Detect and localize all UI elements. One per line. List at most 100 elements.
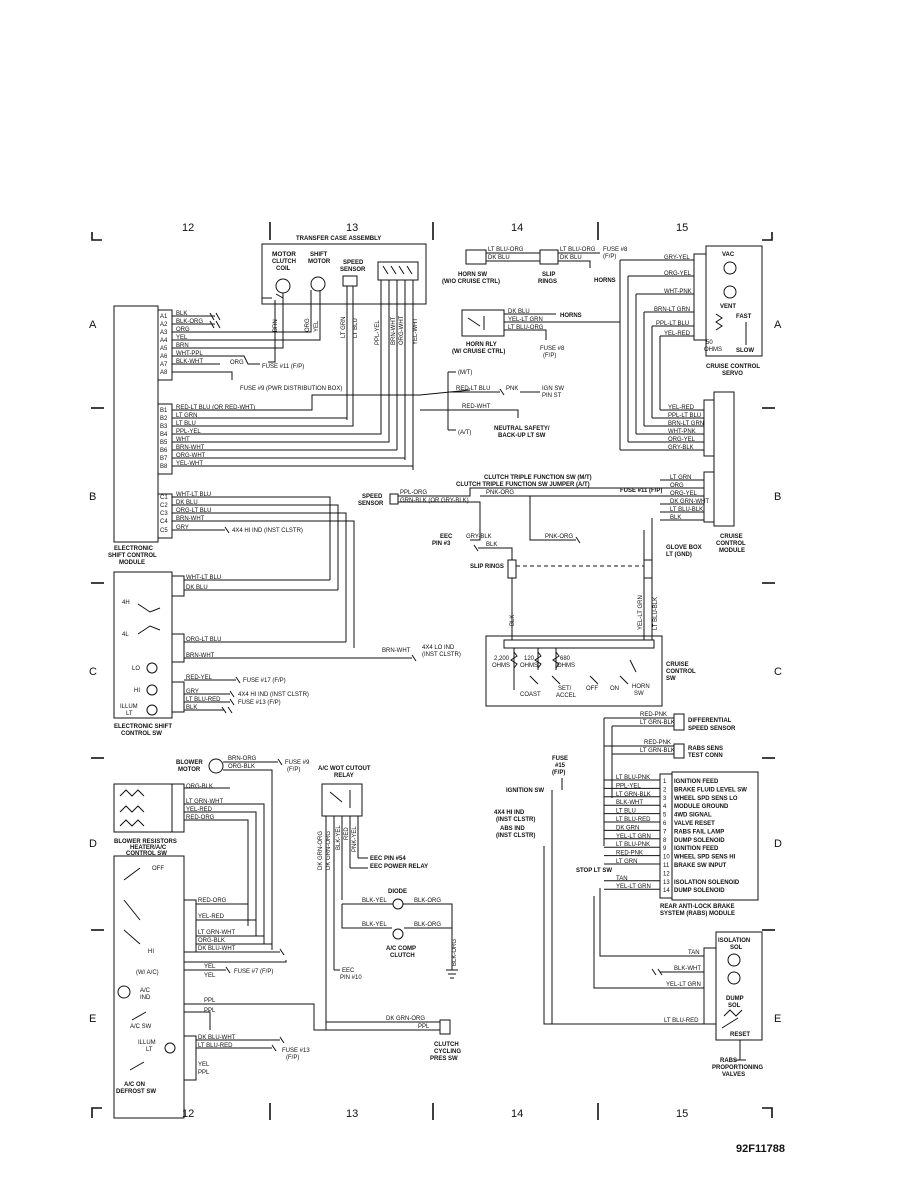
rabs-pin-label-4: MODULE GROUND <box>674 804 729 810</box>
csw-coast: COAST <box>520 692 541 698</box>
rabs-pin-wire-label-13: TAN <box>616 876 628 882</box>
esw-illum-label: ILLUM <box>120 704 138 710</box>
rabs-pin-wire-label-3: LT GRN-BLK <box>616 792 651 798</box>
horn-relay-label: HORN RLY <box>466 342 497 348</box>
esw-label-2: CONTROL SW <box>121 731 162 737</box>
speed-sensor-label: SPEED <box>343 260 364 266</box>
tc-wire-org-wht: ORG-WHT <box>399 315 405 345</box>
wot-eec-10: EEC <box>342 968 355 974</box>
hvac-illum: ILLUM <box>138 1040 156 1046</box>
relay-horns-label: HORNS <box>560 313 582 319</box>
servo-org-yel: ORG-YEL <box>664 271 692 277</box>
tc-wire-yel-wht: YEL-WHT <box>413 318 419 345</box>
rabs-sensors: DIFFERENTIAL SPEED SENSOR RED-PNK LT GRN… <box>551 712 736 1024</box>
figure-id: 92F11788 <box>736 1143 785 1155</box>
rabs-yel-lt-grn: YEL-LT GRN <box>666 982 701 988</box>
rabs-pin-wire-label-1: LT BLU-PNK <box>616 775 650 781</box>
ccm-label-2: CONTROL <box>716 541 746 547</box>
motor-clutch-coil-label: MOTOR <box>272 252 297 258</box>
wot-dk-grn-org-2: DK GRN-ORG <box>326 831 332 870</box>
escm-pin-a4: A4 <box>160 338 168 344</box>
escm-pin-c2: C2 <box>160 503 168 509</box>
wot-blk-yel: BLK-YEL <box>336 825 342 850</box>
rabs-iso: ISOLATION <box>718 938 750 944</box>
tc-wire-brn: BRN <box>273 319 279 332</box>
hvac-yel-red: YEL-RED <box>198 914 225 920</box>
rabs-fuse-15-3: (F/P) <box>552 770 565 776</box>
rabs-pin-num-13: 13 <box>663 880 670 886</box>
esw-org-lt-blu: ORG-LT BLU <box>186 637 221 643</box>
escm-c-wiring: 4X4 HI IND (INST CLSTR) <box>172 496 355 648</box>
pnk-label: PNK <box>506 386 518 392</box>
blower-fuse-9-2: (F/P) <box>287 767 300 773</box>
rabs-red-pnk: RED-PNK <box>640 712 667 718</box>
column-label-15-bottom: 15 <box>676 1108 688 1120</box>
esw-lo-label: LO <box>132 666 140 672</box>
horn-circuit: LT BLU-ORG DK BLU LT BLU-ORG DK BLU FUSE… <box>442 247 628 380</box>
neutral-safety-label: NEUTRAL SAFETY/ <box>494 426 550 432</box>
horn-relay-symbol <box>461 309 505 337</box>
slip-rings-symbol <box>539 249 559 265</box>
csw-off: OFF <box>586 686 598 692</box>
escm-wire-a1: BLK <box>176 311 187 317</box>
speed-sensor-label-b2: SENSOR <box>358 501 384 507</box>
wot-ppl: PPL <box>418 1024 430 1030</box>
ccm-gry-blk: GRY-BLK <box>466 534 492 540</box>
ac-wot-cutout-relay: A/C WOT CUTOUT RELAY DK GRN-ORG DK GRN-O… <box>318 766 461 1062</box>
cruise-control-servo: VAC VENT FAST SLOW 50 OHMS CRUISE CONTRO… <box>619 245 763 450</box>
hvac-yel-2: YEL <box>204 973 216 979</box>
rabs-pin-num-7: 7 <box>663 829 667 835</box>
motor-clutch-coil-symbol <box>275 278 291 294</box>
slip-rings-label: SLIP <box>542 272 555 278</box>
escm-wire-c1: WHT-LT BLU <box>176 492 211 498</box>
clutch-cycling-switch <box>439 1019 451 1035</box>
hvac-ac-sw: A/C SW <box>130 1024 152 1030</box>
row-label-c-left: C <box>89 666 97 678</box>
csw-r1: 2,200 <box>494 656 510 662</box>
hvac-fuse-7: FUSE #7 (F/P) <box>234 969 273 975</box>
hvac-illum-2: LT <box>146 1047 153 1053</box>
escm-pin-b1: B1 <box>160 408 168 414</box>
ccm-eec-pin-2: PIN #3 <box>432 541 451 547</box>
rabs-pin-wire-label-2: PPL-YEL <box>616 783 641 789</box>
cruise-control-module: CRUISE CONTROL MODULE <box>703 391 746 554</box>
blower-yel-red: YEL-RED <box>186 807 213 813</box>
ccm-label-3: MODULE <box>719 548 745 554</box>
rabs-module: REAR ANTI-LOCK BRAKE SYSTEM (RABS) MODUL… <box>494 771 759 917</box>
escm-pin-c4: C4 <box>160 519 168 525</box>
esw-illum-label-2: LT <box>126 711 133 717</box>
esw-brn-wht-2: BRN-WHT <box>382 648 411 654</box>
servo-ppl-lt-blu: PPL-LT BLU <box>656 321 689 327</box>
cruise-inputs: CLUTCH TRIPLE FUNCTION SW (M/T) CLUTCH T… <box>358 475 704 640</box>
escm-pin-a3: A3 <box>160 330 168 336</box>
ign-sw-label: IGN SW <box>542 386 564 392</box>
rabs-valves: ISOLATION SOL DUMP SOL RESET RABS PROPOR… <box>543 846 763 1078</box>
servo-wht-pnk: WHT-PNK <box>664 289 692 295</box>
esw-lo-lamp <box>146 662 158 674</box>
electronic-shift-control-module: ELECTRONIC SHIFT CONTROL MODULE <box>108 305 173 566</box>
escm-pin-a7: A7 <box>160 362 168 368</box>
wot-label: A/C WOT CUTOUT <box>318 766 371 772</box>
hvac-ppl-3: PPL <box>198 1070 210 1076</box>
escm-wire-a5: BRN <box>176 343 189 349</box>
ccm-control-wire-label-1: LT GRN <box>670 475 691 481</box>
rabs-pin-label-2: BRAKE FLUID LEVEL SW <box>674 787 747 793</box>
rabs-module-label: REAR ANTI-LOCK BRAKE <box>660 904 734 910</box>
clutch-triple-mt: CLUTCH TRIPLE FUNCTION SW (M/T) <box>484 475 592 481</box>
relay-yel-lt-grn: YEL-LT GRN <box>508 317 543 323</box>
rabs-pin-num-5: 5 <box>663 813 667 819</box>
hvac-ac-ind-2: IND <box>140 995 151 1001</box>
speed-sensor-symbol <box>342 275 358 287</box>
esw-4l-label: 4L <box>122 632 129 638</box>
tc-wire-lt-grn: LT GRN <box>341 317 347 338</box>
blower-brn-org: BRN-ORG <box>228 756 257 762</box>
shift-motor-label: SHIFT <box>310 252 328 258</box>
escm-wire-b7: ORG-WHT <box>176 453 206 459</box>
servo-vent-valve <box>723 285 737 299</box>
transfer-case-title: TRANSFER CASE ASSEMBLY <box>296 236 381 242</box>
rabs-pin-wire-label-5: LT BLU <box>616 809 636 815</box>
rabs-pin-wire-label-6: LT BLU-RED <box>616 817 651 823</box>
rabs-red-pnk-2: RED-PNK <box>644 740 671 746</box>
csw-r3-2: OHMS <box>557 663 575 669</box>
